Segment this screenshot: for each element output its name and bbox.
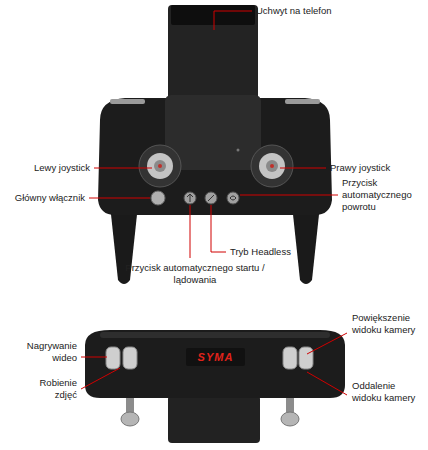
- leader-line: [214, 11, 252, 30]
- button-icon: [187, 194, 193, 202]
- power-button: [151, 191, 165, 205]
- controller-front-view: [85, 330, 345, 443]
- label-text: SYMA: [198, 351, 234, 363]
- front-edge: [100, 332, 330, 338]
- label-text: Oddalenie widoku kamery: [352, 380, 415, 403]
- joystick-ring: [147, 153, 173, 179]
- part-label: Robienie zdjęć: [15, 377, 77, 401]
- joystick-stem: [286, 398, 294, 413]
- leader-line: [211, 205, 226, 252]
- takeoff-button: [184, 192, 196, 204]
- shoulder-button: [110, 99, 145, 104]
- label-text: Robienie zdjęć: [40, 377, 78, 400]
- joystick-base: [251, 145, 293, 187]
- brand-logo: SYMA: [186, 350, 245, 364]
- part-label: Uchwyt na telefon: [256, 5, 386, 17]
- phone-holder-slot: [171, 5, 255, 25]
- part-label: Nagrywanie wideo: [15, 340, 77, 364]
- part-label: Główny włącznik: [5, 192, 85, 204]
- part-label: Przycisk automatycznego startu / lądowan…: [125, 262, 265, 286]
- leader-line: [240, 195, 338, 196]
- joystick-cap: [266, 160, 278, 172]
- label-text: Główny włącznik: [15, 192, 85, 203]
- joystick-dot: [270, 164, 274, 168]
- logo-plate: [186, 348, 245, 366]
- button-icon: [208, 195, 214, 201]
- label-text: Prawy joystick: [330, 162, 390, 173]
- leader-line: [94, 168, 152, 169]
- leader-line: [190, 205, 191, 258]
- joystick-dot: [158, 164, 162, 168]
- label-text: Nagrywanie wideo: [27, 340, 77, 363]
- return-button: [227, 192, 239, 204]
- leader-line: [81, 368, 120, 389]
- part-label: Lewy joystick: [8, 162, 90, 174]
- label-text: Przycisk automatycznego powrotu: [342, 177, 412, 212]
- leader-line: [280, 168, 326, 169]
- headless-button: [205, 192, 217, 204]
- joystick-knob: [121, 412, 139, 426]
- label-text: Lewy joystick: [34, 162, 90, 173]
- joystick-base: [139, 145, 181, 187]
- zoom-in-button: [299, 347, 313, 369]
- part-label: Prawy joystick: [330, 162, 422, 174]
- indicator-dot: [237, 149, 240, 152]
- joystick-cap: [154, 160, 166, 172]
- joystick-knob: [281, 412, 299, 426]
- leader-line: [307, 333, 347, 354]
- leader-lines: [81, 11, 347, 395]
- label-text: Powiększenie widoku kamery: [352, 312, 415, 335]
- label-text: Tryb Headless: [230, 246, 291, 257]
- joystick-stem: [126, 398, 134, 413]
- part-label: Przycisk automatycznego powrotu: [342, 177, 422, 213]
- leader-line: [307, 372, 347, 395]
- part-label: Powiększenie widoku kamery: [352, 312, 420, 336]
- controller-front: [85, 330, 345, 398]
- leader-line: [89, 198, 150, 199]
- photo-button: [123, 347, 137, 369]
- joystick-ring: [259, 153, 285, 179]
- button-icon: [230, 196, 236, 200]
- part-label: Oddalenie widoku kamery: [352, 380, 420, 404]
- part-label: Tryb Headless: [230, 246, 330, 258]
- controller-top-view: [98, 5, 332, 284]
- video-button: [106, 347, 120, 369]
- label-text: Uchwyt na telefon: [256, 5, 332, 16]
- shoulder-button: [285, 99, 320, 104]
- leader-line: [81, 357, 107, 358]
- phone-holder: [168, 5, 258, 100]
- zoom-out-button: [283, 347, 297, 369]
- right-grip: [292, 205, 320, 284]
- phone-holder-bottom: [168, 395, 260, 443]
- label-text: Przycisk automatycznego startu / lądowan…: [125, 262, 264, 285]
